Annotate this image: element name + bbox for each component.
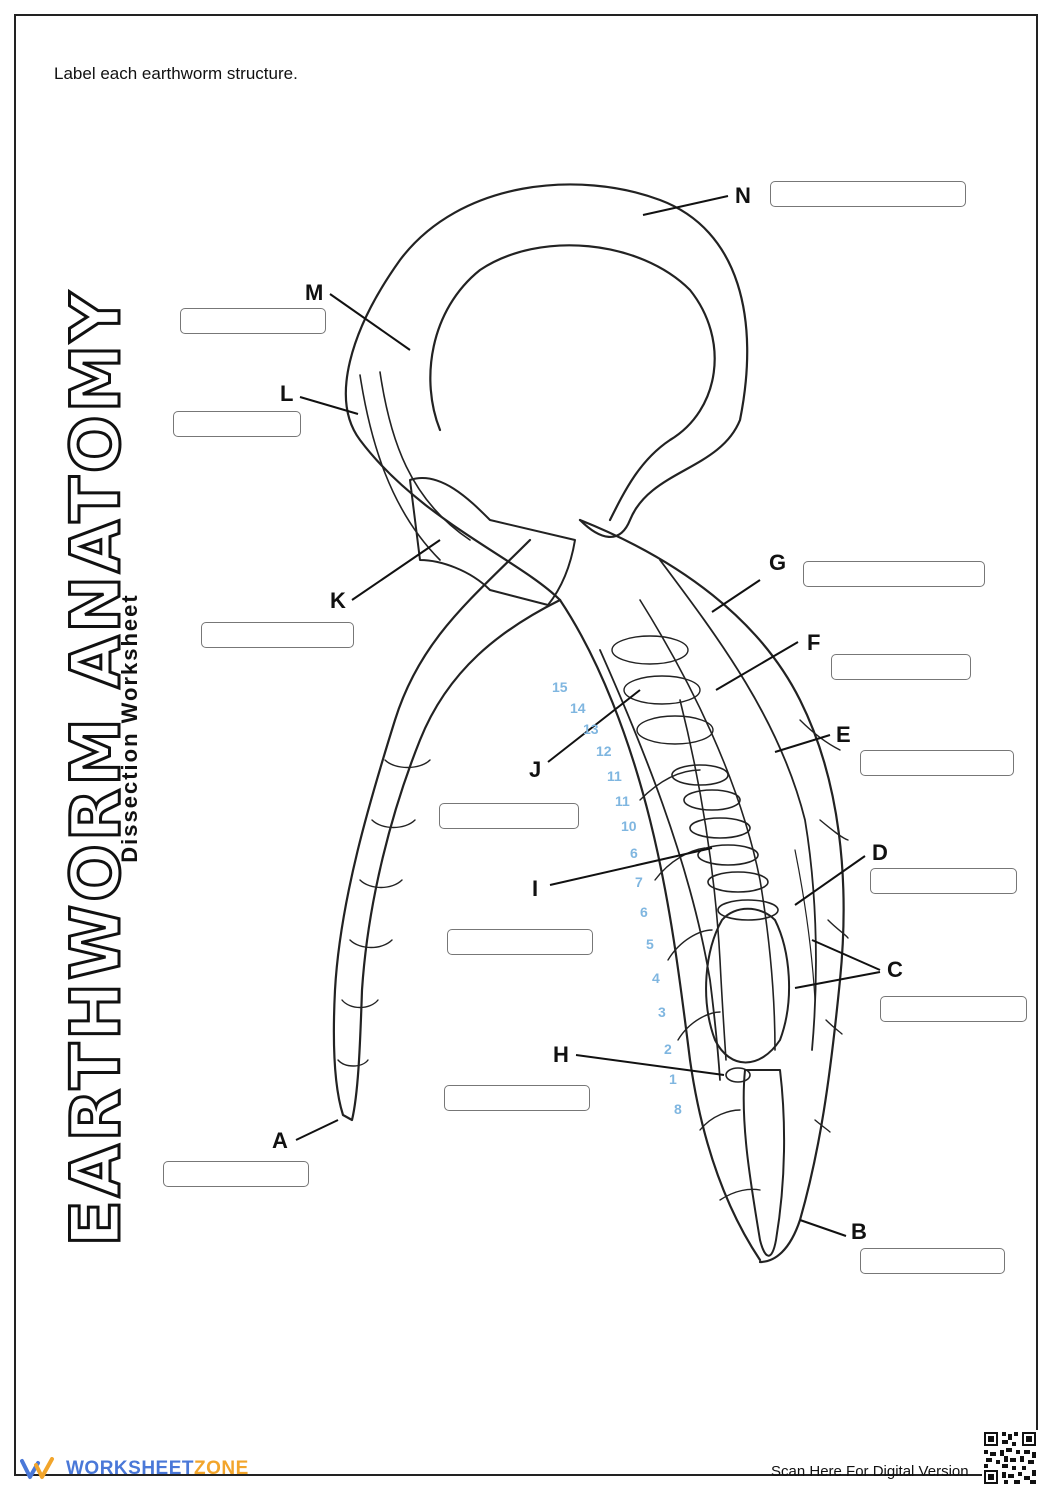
leader-F xyxy=(716,642,798,690)
segment-number: 7 xyxy=(635,874,643,890)
seminal-rings xyxy=(612,636,713,744)
segment-number: 14 xyxy=(570,700,586,716)
answer-box-C[interactable] xyxy=(880,996,1027,1022)
label-H: H xyxy=(553,1042,569,1068)
loop-inner-outline xyxy=(430,245,714,520)
label-I: I xyxy=(532,876,538,902)
answer-box-D[interactable] xyxy=(870,868,1017,894)
label-M: M xyxy=(305,280,323,306)
label-J: J xyxy=(529,757,541,783)
clitellum xyxy=(410,478,575,605)
leader-M xyxy=(330,294,410,350)
segment-number: 11 xyxy=(607,768,622,784)
segment-number: 4 xyxy=(652,970,660,986)
label-C: C xyxy=(887,957,903,983)
segment-number: 12 xyxy=(596,743,612,759)
leader-E xyxy=(775,735,830,752)
segment-number: 2 xyxy=(664,1041,672,1057)
segment-number: 11 xyxy=(615,793,630,809)
answer-box-G[interactable] xyxy=(803,561,985,587)
dorsal-strip xyxy=(360,375,440,560)
segment-number: 15 xyxy=(552,679,568,695)
answer-box-B[interactable] xyxy=(860,1248,1005,1274)
leader-A xyxy=(296,1120,338,1140)
answer-box-F[interactable] xyxy=(831,654,971,680)
segment-number: 1 xyxy=(669,1071,677,1087)
answer-box-N[interactable] xyxy=(770,181,966,207)
segment-number: 6 xyxy=(630,845,638,861)
label-K: K xyxy=(330,588,346,614)
label-F: F xyxy=(807,630,820,656)
label-G: G xyxy=(769,550,786,576)
leader-K xyxy=(352,540,440,600)
segment-number: 5 xyxy=(646,936,654,952)
worksheetzone-logo[interactable]: WORKSHEETZONE xyxy=(20,1456,249,1482)
answer-box-H[interactable] xyxy=(444,1085,590,1111)
leader-B xyxy=(800,1220,846,1236)
answer-box-K[interactable] xyxy=(201,622,354,648)
segment-number: 8 xyxy=(674,1101,682,1117)
answer-box-L[interactable] xyxy=(173,411,301,437)
segment-number: 6 xyxy=(640,904,648,920)
segment-number: 13 xyxy=(583,721,599,737)
label-B: B xyxy=(851,1219,867,1245)
segment-rings xyxy=(338,720,848,1200)
logo-icon xyxy=(20,1457,60,1481)
answer-box-E[interactable] xyxy=(860,750,1014,776)
answer-box-I[interactable] xyxy=(447,929,593,955)
tail-outline xyxy=(334,540,560,1120)
answer-box-J[interactable] xyxy=(439,803,579,829)
label-L: L xyxy=(280,381,293,407)
leader-C1 xyxy=(812,940,880,970)
cerebral-ganglion xyxy=(726,1068,750,1082)
dissection-cut-right xyxy=(660,560,816,1050)
qr-code-icon[interactable] xyxy=(982,1430,1038,1486)
label-A: A xyxy=(272,1128,288,1154)
scan-text: Scan Here For Digital Version xyxy=(771,1463,969,1480)
leader-L xyxy=(300,397,358,414)
logo-text: WORKSHEETZONE xyxy=(66,1458,249,1480)
segment-number: 10 xyxy=(621,818,637,834)
leader-H xyxy=(576,1055,724,1075)
answer-box-M[interactable] xyxy=(180,308,326,334)
segment-number: 3 xyxy=(658,1004,666,1020)
leader-G xyxy=(712,580,760,612)
leader-C2 xyxy=(795,972,880,988)
label-D: D xyxy=(872,840,888,866)
label-N: N xyxy=(735,183,751,209)
pharynx xyxy=(744,1070,784,1256)
leader-D xyxy=(795,856,865,905)
answer-box-A[interactable] xyxy=(163,1161,309,1187)
label-E: E xyxy=(836,722,851,748)
dorsal-strip-2 xyxy=(380,372,470,540)
